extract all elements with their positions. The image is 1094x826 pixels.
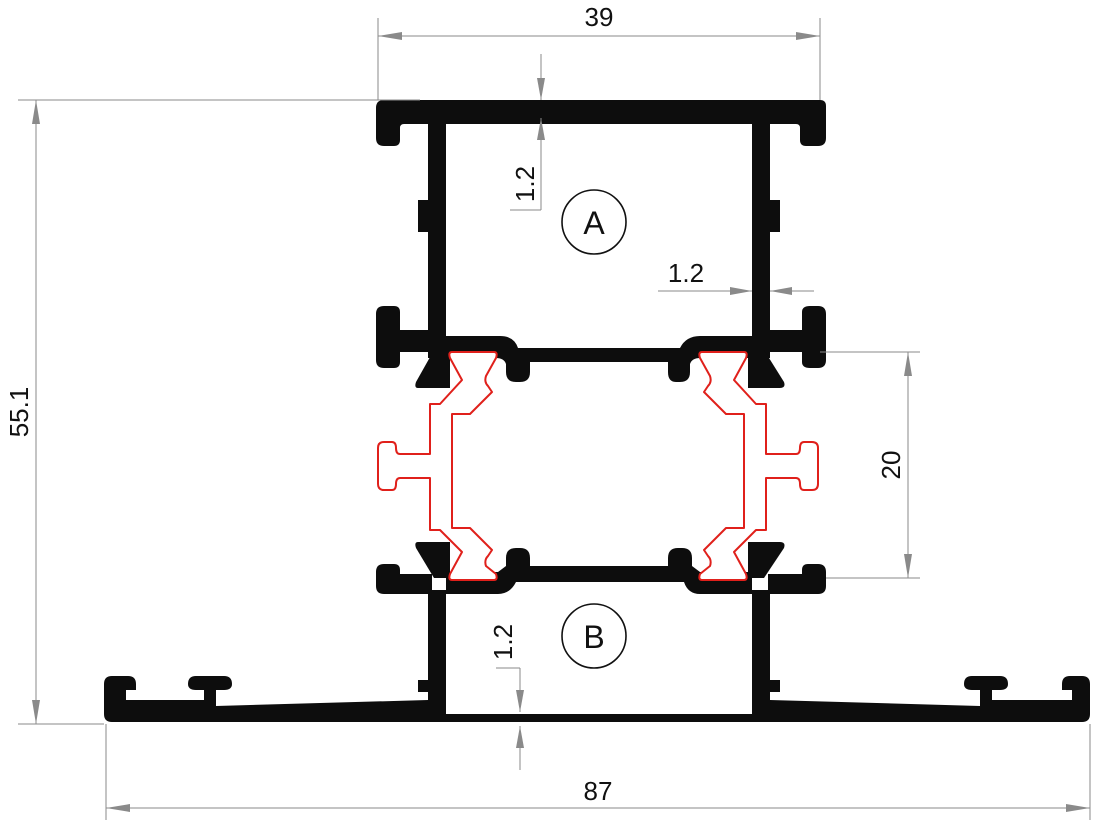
dimension-top-width: 39 — [377, 2, 821, 100]
dimension-thermal-break-height-label: 20 — [876, 451, 906, 480]
dimension-wall-bottom-label: 1.2 — [488, 624, 518, 660]
upper-left-wall — [428, 118, 446, 358]
left-t-clip-lower — [376, 564, 432, 594]
lower-crossbar — [446, 548, 752, 594]
thermal-break-left — [377, 351, 498, 581]
dimension-bottom-width-label: 87 — [584, 776, 613, 806]
lower-right-lug — [748, 542, 785, 578]
thermal-break-right — [698, 351, 819, 581]
aluminium-profile — [104, 100, 1090, 722]
chamber-label-b-text: B — [583, 619, 604, 655]
top-flange — [376, 100, 826, 146]
left-t-clip-upper — [376, 306, 432, 368]
right-t-clip-upper — [766, 306, 826, 368]
dimension-wall-bottom: 1.2 — [488, 624, 524, 770]
chamber-label-b: B — [561, 603, 627, 669]
lower-left-lug — [415, 542, 450, 578]
lower-right-wall — [752, 590, 770, 714]
dimension-top-width-label: 39 — [585, 2, 614, 32]
dimension-thermal-break-height: 20 — [820, 351, 920, 579]
chamber-label-a: A — [561, 189, 627, 255]
dimension-wall-side-label: 1.2 — [668, 258, 704, 288]
thermal-break — [377, 351, 819, 581]
dimension-bottom-width: 87 — [105, 724, 1091, 820]
dimension-total-height: 55.1 — [4, 99, 420, 725]
upper-right-lug — [748, 350, 785, 388]
dimension-wall-side: 1.2 — [658, 258, 814, 295]
upper-right-wall — [752, 118, 770, 358]
lower-left-wall — [428, 590, 446, 714]
upper-crossbar — [446, 336, 752, 382]
upper-left-lug — [415, 350, 450, 388]
dimension-wall-top-label: 1.2 — [510, 166, 540, 202]
right-t-clip-lower — [768, 564, 826, 594]
base-plate — [104, 676, 1090, 722]
chamber-label-a-text: A — [583, 205, 605, 241]
dimension-total-height-label: 55.1 — [4, 387, 34, 438]
dimension-wall-top: 1.2 — [510, 54, 545, 211]
